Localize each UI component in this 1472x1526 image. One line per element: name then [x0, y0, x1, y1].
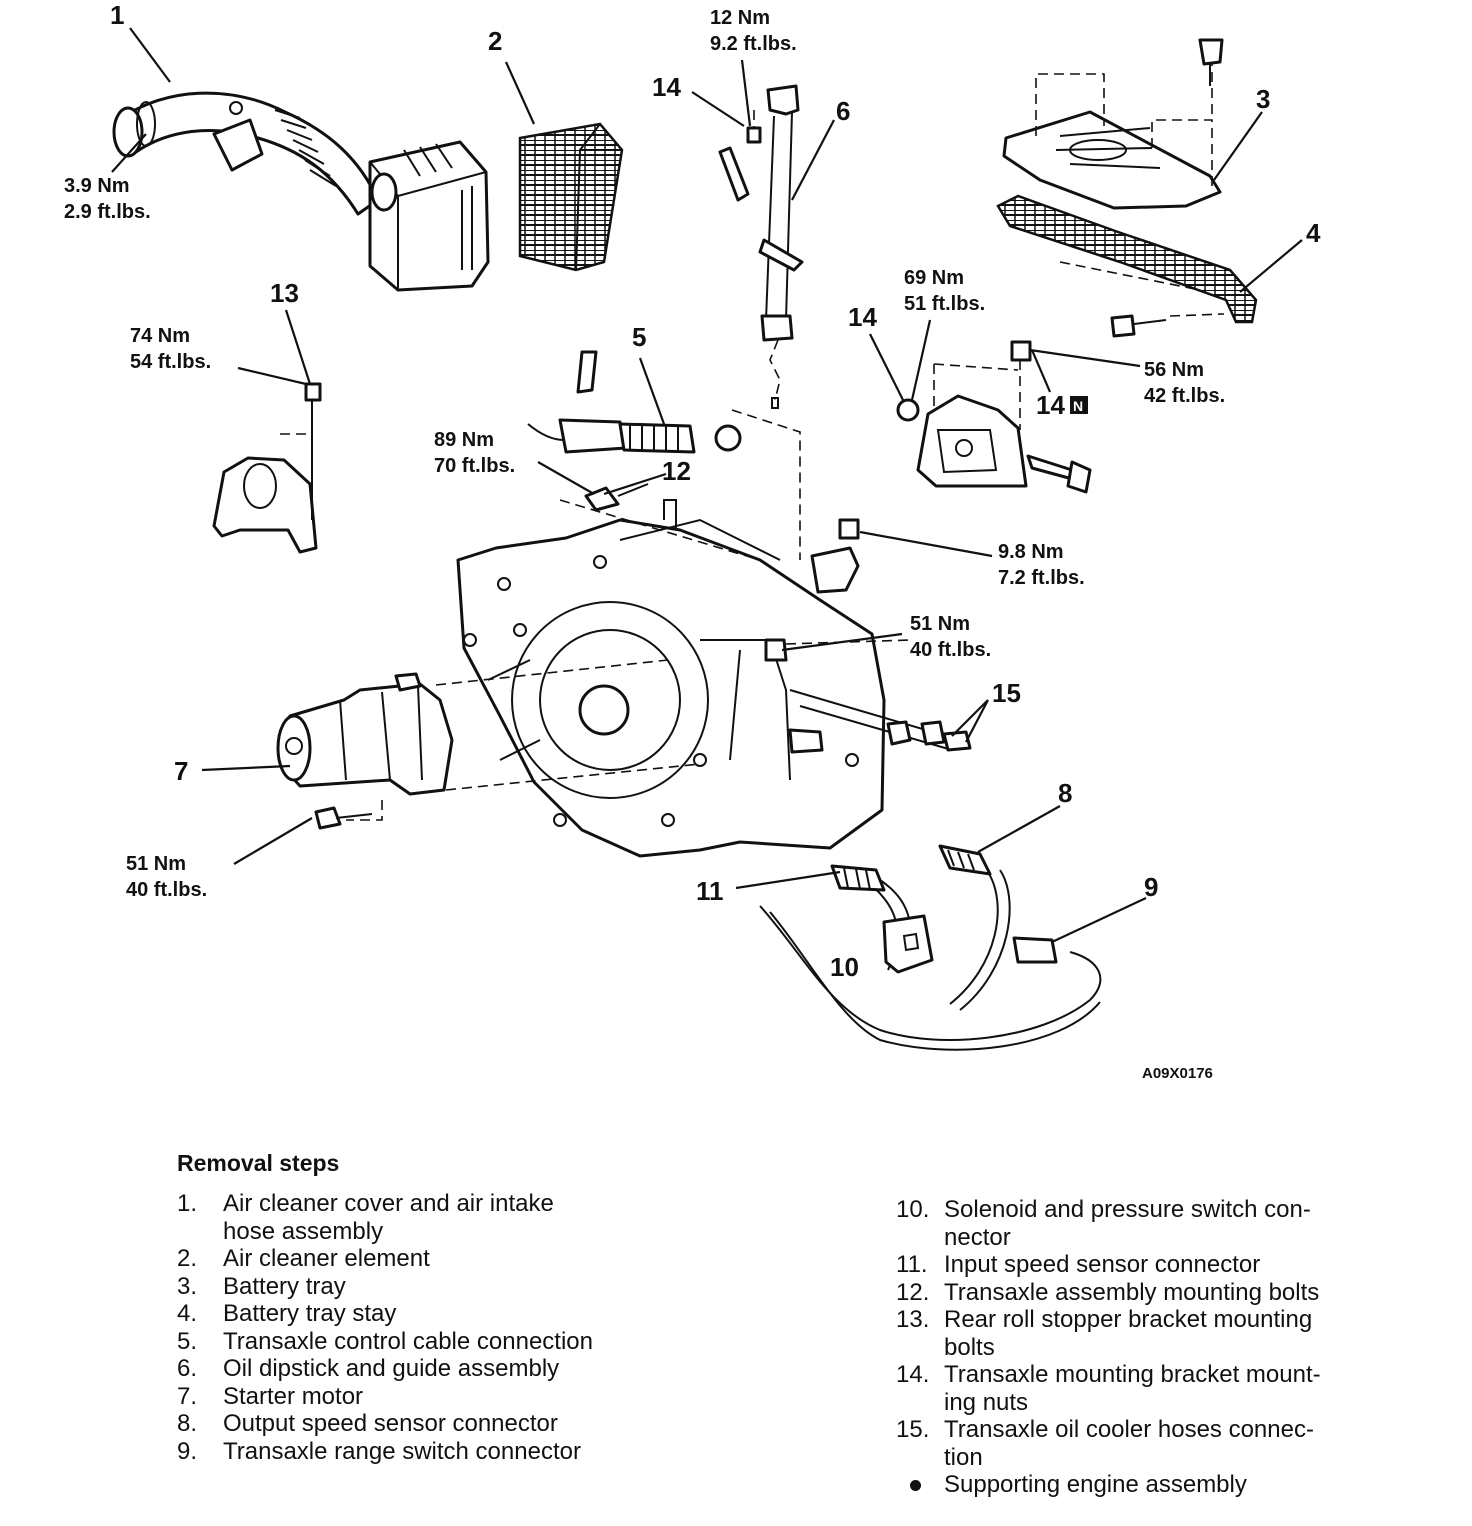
step-item: 11.Input speed sensor connector [896, 1251, 1261, 1278]
battery-tray [1002, 38, 1224, 210]
callout-15: 15 [992, 678, 1021, 708]
leader-lines [111, 27, 1303, 943]
callout-7: 7 [174, 756, 188, 786]
air-cleaner-element [518, 122, 624, 272]
callout-2: 2 [488, 26, 502, 56]
torque-ft-roll-stopper: 54 ft.lbs. [130, 351, 211, 373]
torque-nm-roll-stopper: 74 Nm [130, 325, 190, 347]
callout-14-bolt: 14 [652, 72, 681, 102]
new-part-badge-icon [1070, 396, 1088, 414]
callout-4: 4 [1306, 218, 1321, 248]
callout-12: 12 [662, 456, 691, 486]
step-item: 7.Starter motor [177, 1382, 364, 1410]
step-item: 9.Transaxle range switch connector [177, 1437, 581, 1465]
output-speed-sensor-connector [938, 844, 992, 876]
torque-ft-mount-bracket: 42 ft.lbs. [1144, 385, 1225, 407]
callout-8: 8 [1058, 778, 1072, 808]
torque-ft-case-bolt: 40 ft.lbs. [910, 639, 991, 661]
callout-1: 1 [110, 0, 124, 30]
starter-motor [276, 672, 454, 830]
step-item: 15.Transaxle oil cooler hoses connec-tio… [896, 1416, 1314, 1471]
assembly-dash-lines [346, 499, 911, 821]
torque-ft-mount-nut: 51 ft.lbs. [904, 293, 985, 315]
exploded-view-diagram: 1 2 3 4 5 6 7 8 9 10 11 12 13 14 14 15 1… [64, 0, 1321, 1082]
torque-nm-case-bolt: 51 Nm [910, 613, 970, 635]
callout-3: 3 [1256, 84, 1270, 114]
torque-nm-mounting-bolts: 89 Nm [434, 429, 494, 451]
callout-14-nut: 14 [848, 302, 877, 332]
transaxle-case [456, 499, 886, 858]
new-part-badge-letter: N [1073, 398, 1083, 414]
torque-nm-mount-nut: 69 Nm [904, 267, 964, 289]
torque-ft-mounting-bolts: 70 ft.lbs. [434, 455, 515, 477]
air-intake-hose-assembly [112, 91, 490, 292]
callout-14-new-nut: 14 [1036, 390, 1065, 420]
torque-nm-mount-bracket: 56 Nm [1144, 359, 1204, 381]
callout-5: 5 [632, 322, 646, 352]
transaxle-mounting-bolt [584, 483, 649, 512]
oil-cooler-hoses [789, 689, 972, 752]
step-item: 12.Transaxle assembly mounting bolts [896, 1278, 1320, 1306]
figure-code: A09X0176 [1142, 1065, 1213, 1082]
callout-13: 13 [270, 278, 299, 308]
step-item: 6.Oil dipstick and guide assembly [177, 1355, 560, 1382]
oil-dipstick-guide-assembly [718, 84, 804, 409]
callout-10: 10 [830, 952, 859, 982]
torque-nm-starter: 51 Nm [126, 853, 186, 875]
torque-ft-starter: 40 ft.lbs. [126, 879, 207, 901]
callout-9: 9 [1144, 872, 1158, 902]
step-item: 2.Air cleaner element [177, 1245, 430, 1272]
torque-ft-cable-bracket: 7.2 ft.lbs. [998, 567, 1085, 589]
torque-nm-cable-bracket: 9.8 Nm [998, 541, 1064, 563]
step-item: 5.Transaxle control cable connection [177, 1327, 593, 1355]
battery-tray-stay [996, 194, 1258, 338]
torque-nm-dipstick-bolt: 12 Nm [710, 7, 770, 29]
rear-roll-stopper-bracket [212, 382, 322, 554]
step-item: 14.Transaxle mounting bracket mount-ing … [896, 1361, 1321, 1416]
bullet-icon [910, 1480, 921, 1491]
torque-ft-hose-clamp: 2.9 ft.lbs. [64, 201, 151, 223]
step-item: 8.Output speed sensor connector [177, 1410, 558, 1437]
callout-6: 6 [836, 96, 850, 126]
torque-nm-hose-clamp: 3.9 Nm [64, 175, 130, 197]
removal-steps-right: 10.Solenoid and pressure switch con-nect… [896, 1196, 1386, 1499]
callout-11: 11 [696, 876, 724, 906]
transaxle-control-cable [527, 350, 801, 560]
step-item: 10.Solenoid and pressure switch con-nect… [896, 1196, 1311, 1251]
torque-ft-dipstick-bolt: 9.2 ft.lbs. [710, 33, 797, 55]
transaxle-mounting-bracket [896, 340, 1092, 494]
input-speed-sensor-connector [830, 864, 886, 892]
removal-steps-title: Removal steps [177, 1150, 340, 1176]
solenoid-pressure-switch-connector [882, 914, 934, 974]
step-note: Supporting engine assembly [896, 1471, 1386, 1499]
step-item: 4.Battery tray stay [177, 1300, 397, 1327]
step-item: 3.Battery tray [177, 1272, 346, 1300]
range-switch-connector [1012, 936, 1058, 964]
